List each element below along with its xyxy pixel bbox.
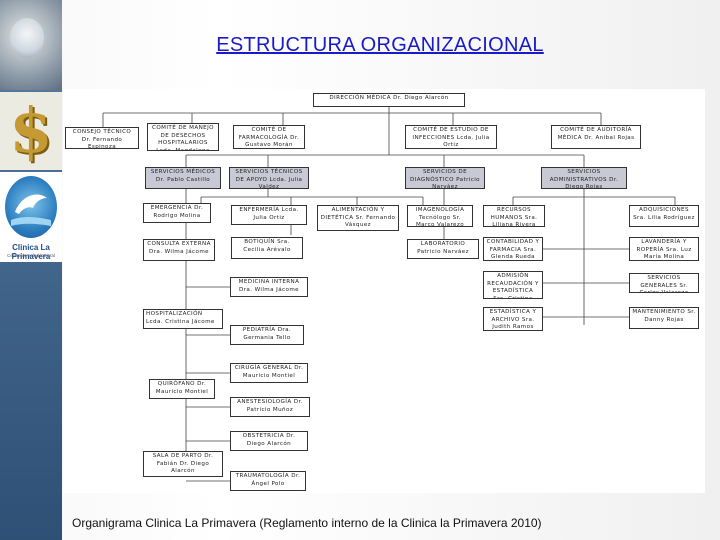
box-consejo-tecnico: CONSEJO TÉCNICO Dr. Fernando Espinoza <box>65 127 139 149</box>
box-adquisiciones: ADQUISICIONES Sra. Lilia Rodríguez <box>629 205 699 227</box>
box-laboratorio: LABORATORIO Patricio Narváez <box>407 239 479 259</box>
box-lavanderia: LAVANDERÍA Y ROPERÍA Sra. Luz María Moli… <box>629 237 699 261</box>
box-quirofano: QUIRÓFANO Dr. Mauricio Montiel <box>149 379 215 399</box>
box-consulta-externa: CONSULTA EXTERNA Dra. Wilma Jácome <box>143 239 215 261</box>
box-servicios-administrativos: SERVICIOS ADMINISTRATIVOS Dr. Diego Roja… <box>541 167 627 189</box>
box-traumatologia: TRAUMATOLOGÍA Dr. Ángel Polo <box>230 471 306 491</box>
box-estadistica: ESTADÍSTICA Y ARCHIVO Sra. Judith Ramos <box>483 307 543 331</box>
box-obstetricia: OBSTETRICIA Dr. Diego Alarcón <box>230 431 308 451</box>
box-comite-farmacologia: COMITÉ DE FARMACOLOGÍA Dr. Gustavo Morán <box>233 125 305 149</box>
box-sala-parto: SALA DE PARTO Dr. Fabián Dr. Diego Alarc… <box>143 451 223 477</box>
box-emergencia: EMERGENCIA Dr. Rodrigo Molina <box>143 203 211 223</box>
box-comite-auditoria: COMITÉ DE AUDITORÍA MÉDICA Dr. Aníbal Ro… <box>551 125 641 149</box>
box-admision: ADMISIÓN RECAUDACIÓN Y ESTADÍSTICA Sra. … <box>483 271 543 299</box>
doctor-photo-icon <box>0 0 62 90</box>
box-medicina-interna: MEDICINA INTERNA Dra. Wilma Jácome <box>230 277 308 297</box>
org-chart: DIRECCIÓN MÉDICA Dr. Diego Alarcón CONSE… <box>63 89 705 493</box>
box-recursos-humanos: RECURSOS HUMANOS Sra. Liliana Rivera <box>483 205 545 227</box>
box-comite-infecciones: COMITÉ DE ESTUDIO DE INFECCIONES Lcda. J… <box>405 125 497 149</box>
box-alimentacion: ALIMENTACIÓN Y DIETÉTICA Sr. Fernando Vá… <box>317 205 399 231</box>
box-pediatria: PEDIATRÍA Dra. Germania Tello <box>230 325 304 345</box>
dolphin-logo-icon <box>5 176 57 238</box>
sidebar-panel: $ Clinica La Primavera Centro de salud i… <box>0 0 62 540</box>
box-comite-desechos: COMITÉ DE MANEJO DE DESECHOS HOSPITALARI… <box>147 123 219 151</box>
box-servicios-generales: SERVICIOS GENERALES Sr. Carlos Valarezo <box>629 273 699 293</box>
box-cirugia-general: CIRUGÍA GENERAL Dr. Mauricio Montiel <box>230 363 308 383</box>
logo-subtitle: Centro de salud integral <box>7 253 55 258</box>
box-mantenimiento: MANTENIMIENTO Sr. Danny Rojas <box>629 307 699 329</box>
logo-name: Clinica La Primavera <box>11 243 51 261</box>
box-servicios-medicos: SERVICIOS MÉDICOS Dr. Pablo Castillo <box>145 167 221 189</box>
page-title: ESTRUCTURA ORGANIZACIONAL <box>216 34 544 56</box>
clinic-logo: Clinica La Primavera Centro de salud int… <box>0 172 62 262</box>
dollar-sign-icon: $ <box>0 92 62 170</box>
box-enfermeria: ENFERMERÍA Lcda. Julia Ortiz <box>231 205 307 225</box>
box-anestesiologia: ANESTESIOLOGÍA Dr. Patricio Muñoz <box>230 397 310 417</box>
figure-caption: Organigrama Clinica La Primavera (Reglam… <box>72 516 542 530</box>
box-hospitalizacion: HOSPITALIZACIÓN Lcda. Cristina Jácome <box>143 309 223 329</box>
box-servicios-tecnicos: SERVICIOS TÉCNICOS DE APOYO Lcda. Julia … <box>229 167 309 189</box>
box-director: DIRECCIÓN MÉDICA Dr. Diego Alarcón <box>313 93 465 107</box>
box-imagenologia: IMAGENOLOGÍA Tecnólogo Sr. Marco Valarez… <box>407 205 473 227</box>
box-servicios-diagnostico: SERVICIOS DE DIAGNÓSTICO Patricio Narváe… <box>405 167 485 189</box>
box-botiquin: BOTIQUÍN Sra. Cecilia Arévalo <box>231 237 303 259</box>
box-contabilidad: CONTABILIDAD Y FARMACIA Sra. Glenda Rued… <box>483 237 543 261</box>
